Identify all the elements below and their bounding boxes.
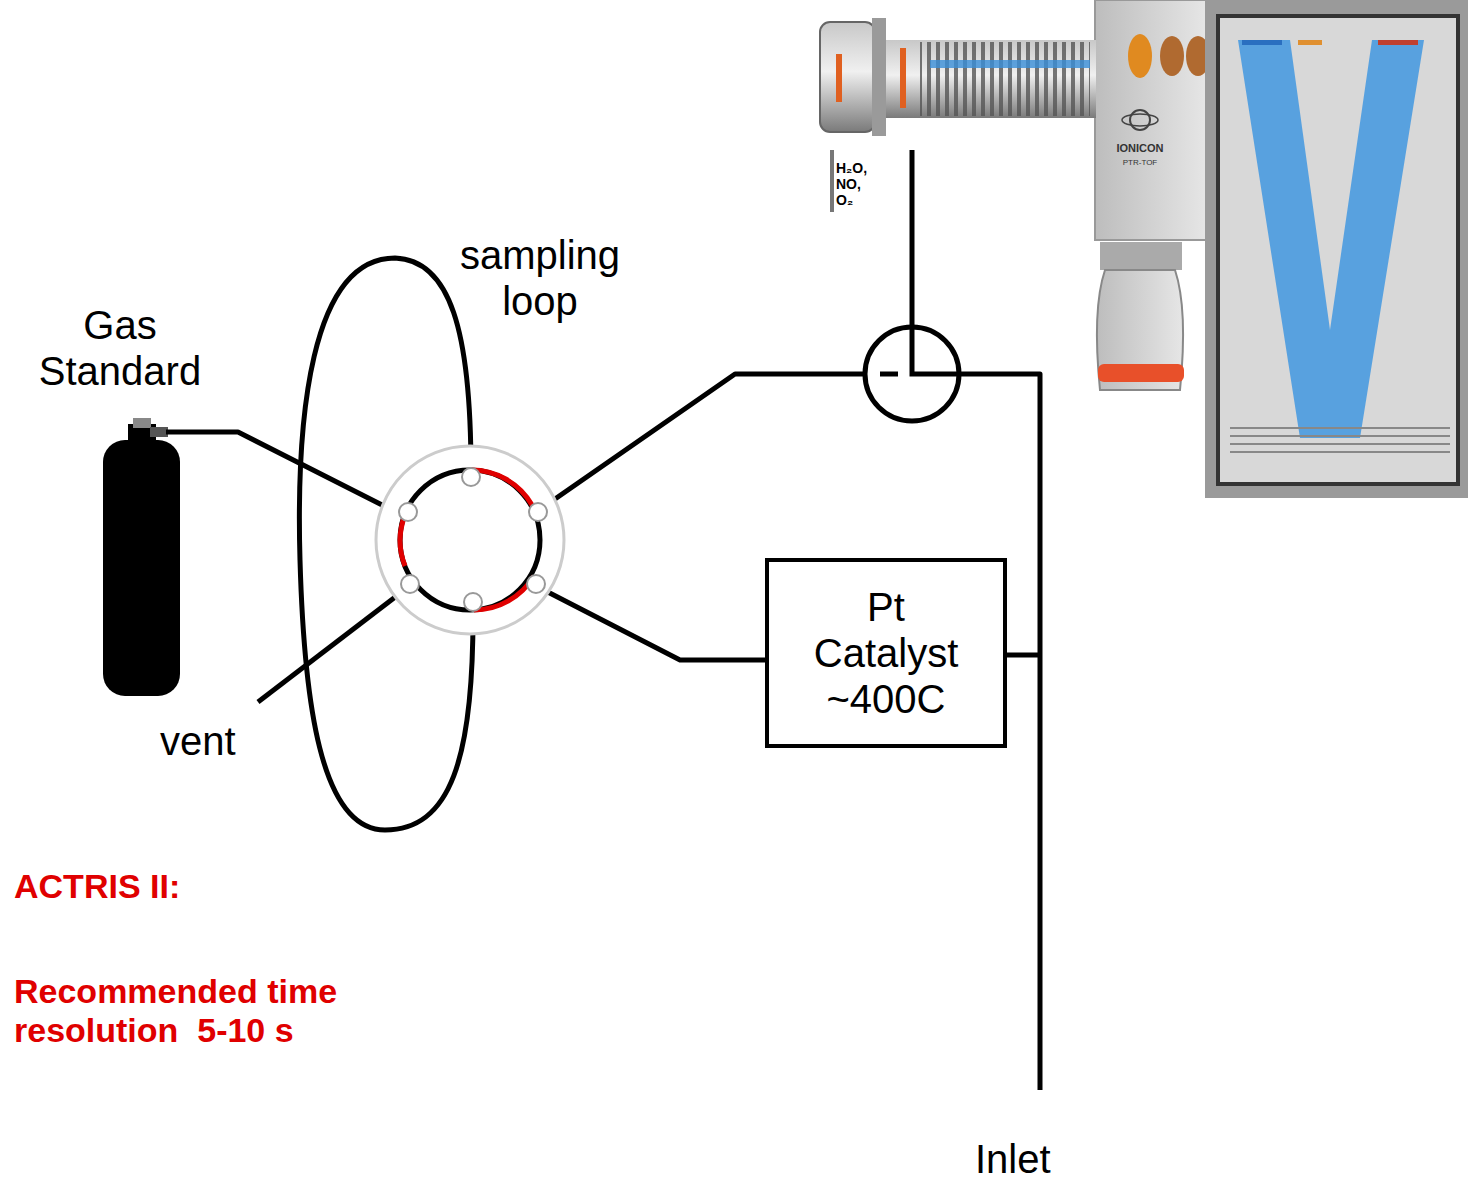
project-label: ACTRIS II: [14, 867, 314, 906]
cylinder-label-text: Gas Standard [39, 302, 201, 394]
three-way-valve [865, 327, 959, 421]
loop-label-text: sampling loop [460, 232, 620, 324]
model-label-text: PTR-TOF [1123, 158, 1158, 167]
gas-cylinder [103, 418, 180, 696]
reagent-gas-label: H₂O, NO, O₂ [836, 160, 896, 208]
recommendation-note: Recommended time resolution 5-10 s [14, 972, 434, 1050]
loop-label: sampling loop [425, 232, 655, 324]
inlet-label: Inlet [975, 1136, 1105, 1182]
recommendation-note-text: Recommended time resolution 5-10 s [14, 972, 434, 1050]
project-label-text: ACTRIS II: [14, 867, 180, 906]
brand-label-text: IONICON [1116, 142, 1163, 155]
brand-label: IONICON [1100, 142, 1180, 155]
vent-label-text: vent [160, 718, 236, 764]
reagent-gas-label-text: H₂O, NO, O₂ [836, 160, 867, 208]
vent-label: vent [160, 718, 280, 764]
inlet-label-text: Inlet [975, 1136, 1051, 1182]
cylinder-label: Gas Standard [10, 302, 230, 394]
model-label: PTR-TOF [1100, 158, 1180, 167]
tubing [166, 150, 1040, 1090]
box-text: Pt Catalyst ~400C [814, 584, 959, 722]
six-port-valve [376, 446, 564, 634]
ptr-tof-instrument [820, 0, 1468, 498]
catalyst-box: Pt Catalyst ~400C [765, 558, 1007, 748]
